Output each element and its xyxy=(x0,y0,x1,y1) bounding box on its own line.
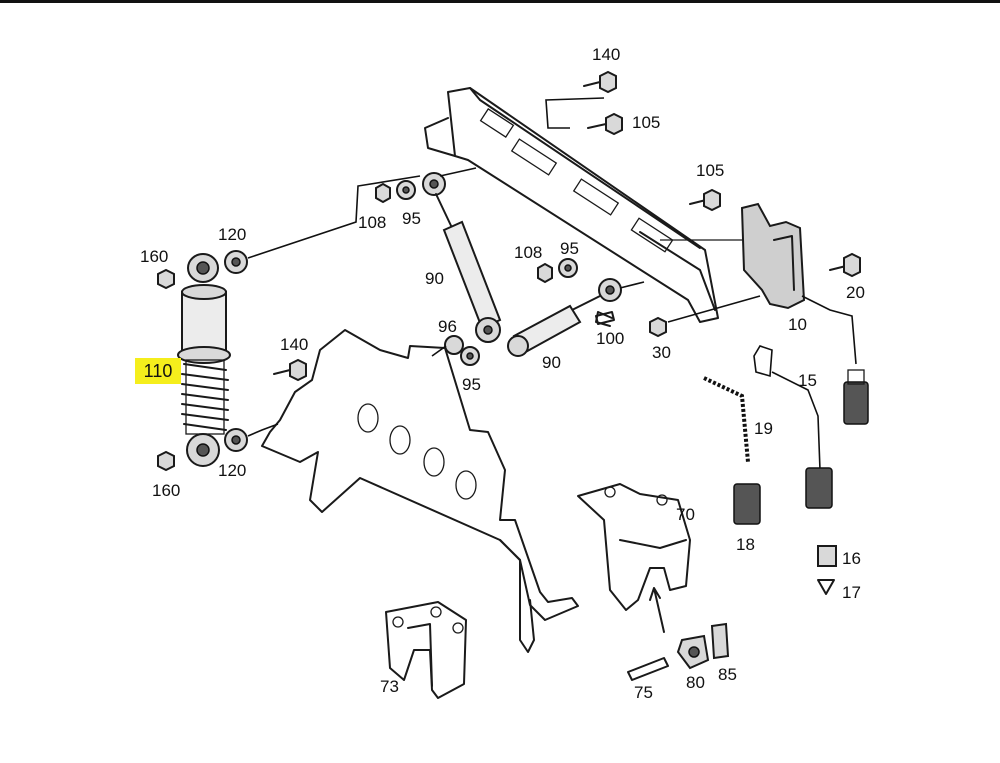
label-17: 17 xyxy=(842,583,861,602)
label-19: 19 xyxy=(754,419,773,438)
label-140-top: 140 xyxy=(592,45,620,64)
label-105-right: 105 xyxy=(696,161,724,180)
label-73: 73 xyxy=(380,677,399,696)
label-160-top: 160 xyxy=(140,247,168,266)
label-90-lower: 90 xyxy=(542,353,561,372)
bolts xyxy=(273,70,861,382)
latch-assembly xyxy=(740,202,869,425)
bracket-73 xyxy=(385,601,467,699)
label-140-left: 140 xyxy=(280,335,308,354)
gas-strut-lower xyxy=(431,258,645,366)
label-120-bottom: 120 xyxy=(218,461,246,480)
label-70: 70 xyxy=(676,505,695,524)
gas-strut-upper xyxy=(375,167,502,343)
label-16: 16 xyxy=(842,549,861,568)
label-75: 75 xyxy=(634,683,653,702)
label-95-mid: 95 xyxy=(560,239,579,258)
label-100: 100 xyxy=(596,329,624,348)
label-110-highlighted[interactable]: 110 xyxy=(143,361,173,381)
top-border xyxy=(0,0,1000,3)
label-80: 80 xyxy=(686,673,705,692)
label-120-top: 120 xyxy=(218,225,246,244)
small-parts xyxy=(627,622,730,681)
highlight-marker xyxy=(135,358,181,384)
label-90-upper: 90 xyxy=(425,269,444,288)
label-18: 18 xyxy=(736,535,755,554)
shock-absorber xyxy=(157,175,421,472)
label-30: 30 xyxy=(652,343,671,362)
label-10: 10 xyxy=(788,315,807,334)
label-96: 96 xyxy=(438,317,457,336)
label-108-top: 108 xyxy=(358,213,386,232)
label-95-low: 95 xyxy=(462,375,481,394)
label-15: 15 xyxy=(798,371,817,390)
lower-frame xyxy=(261,329,579,653)
label-85: 85 xyxy=(718,665,737,684)
bracket-70 xyxy=(577,483,691,633)
label-160-bottom: 160 xyxy=(152,481,180,500)
label-108-mid: 108 xyxy=(514,243,542,262)
label-105-top: 105 xyxy=(632,113,660,132)
wiring xyxy=(703,345,837,595)
label-20: 20 xyxy=(846,283,865,302)
part-number-labels: 140 105 105 120 160 108 95 108 95 90 20 … xyxy=(140,45,865,702)
label-95-top: 95 xyxy=(402,209,421,228)
